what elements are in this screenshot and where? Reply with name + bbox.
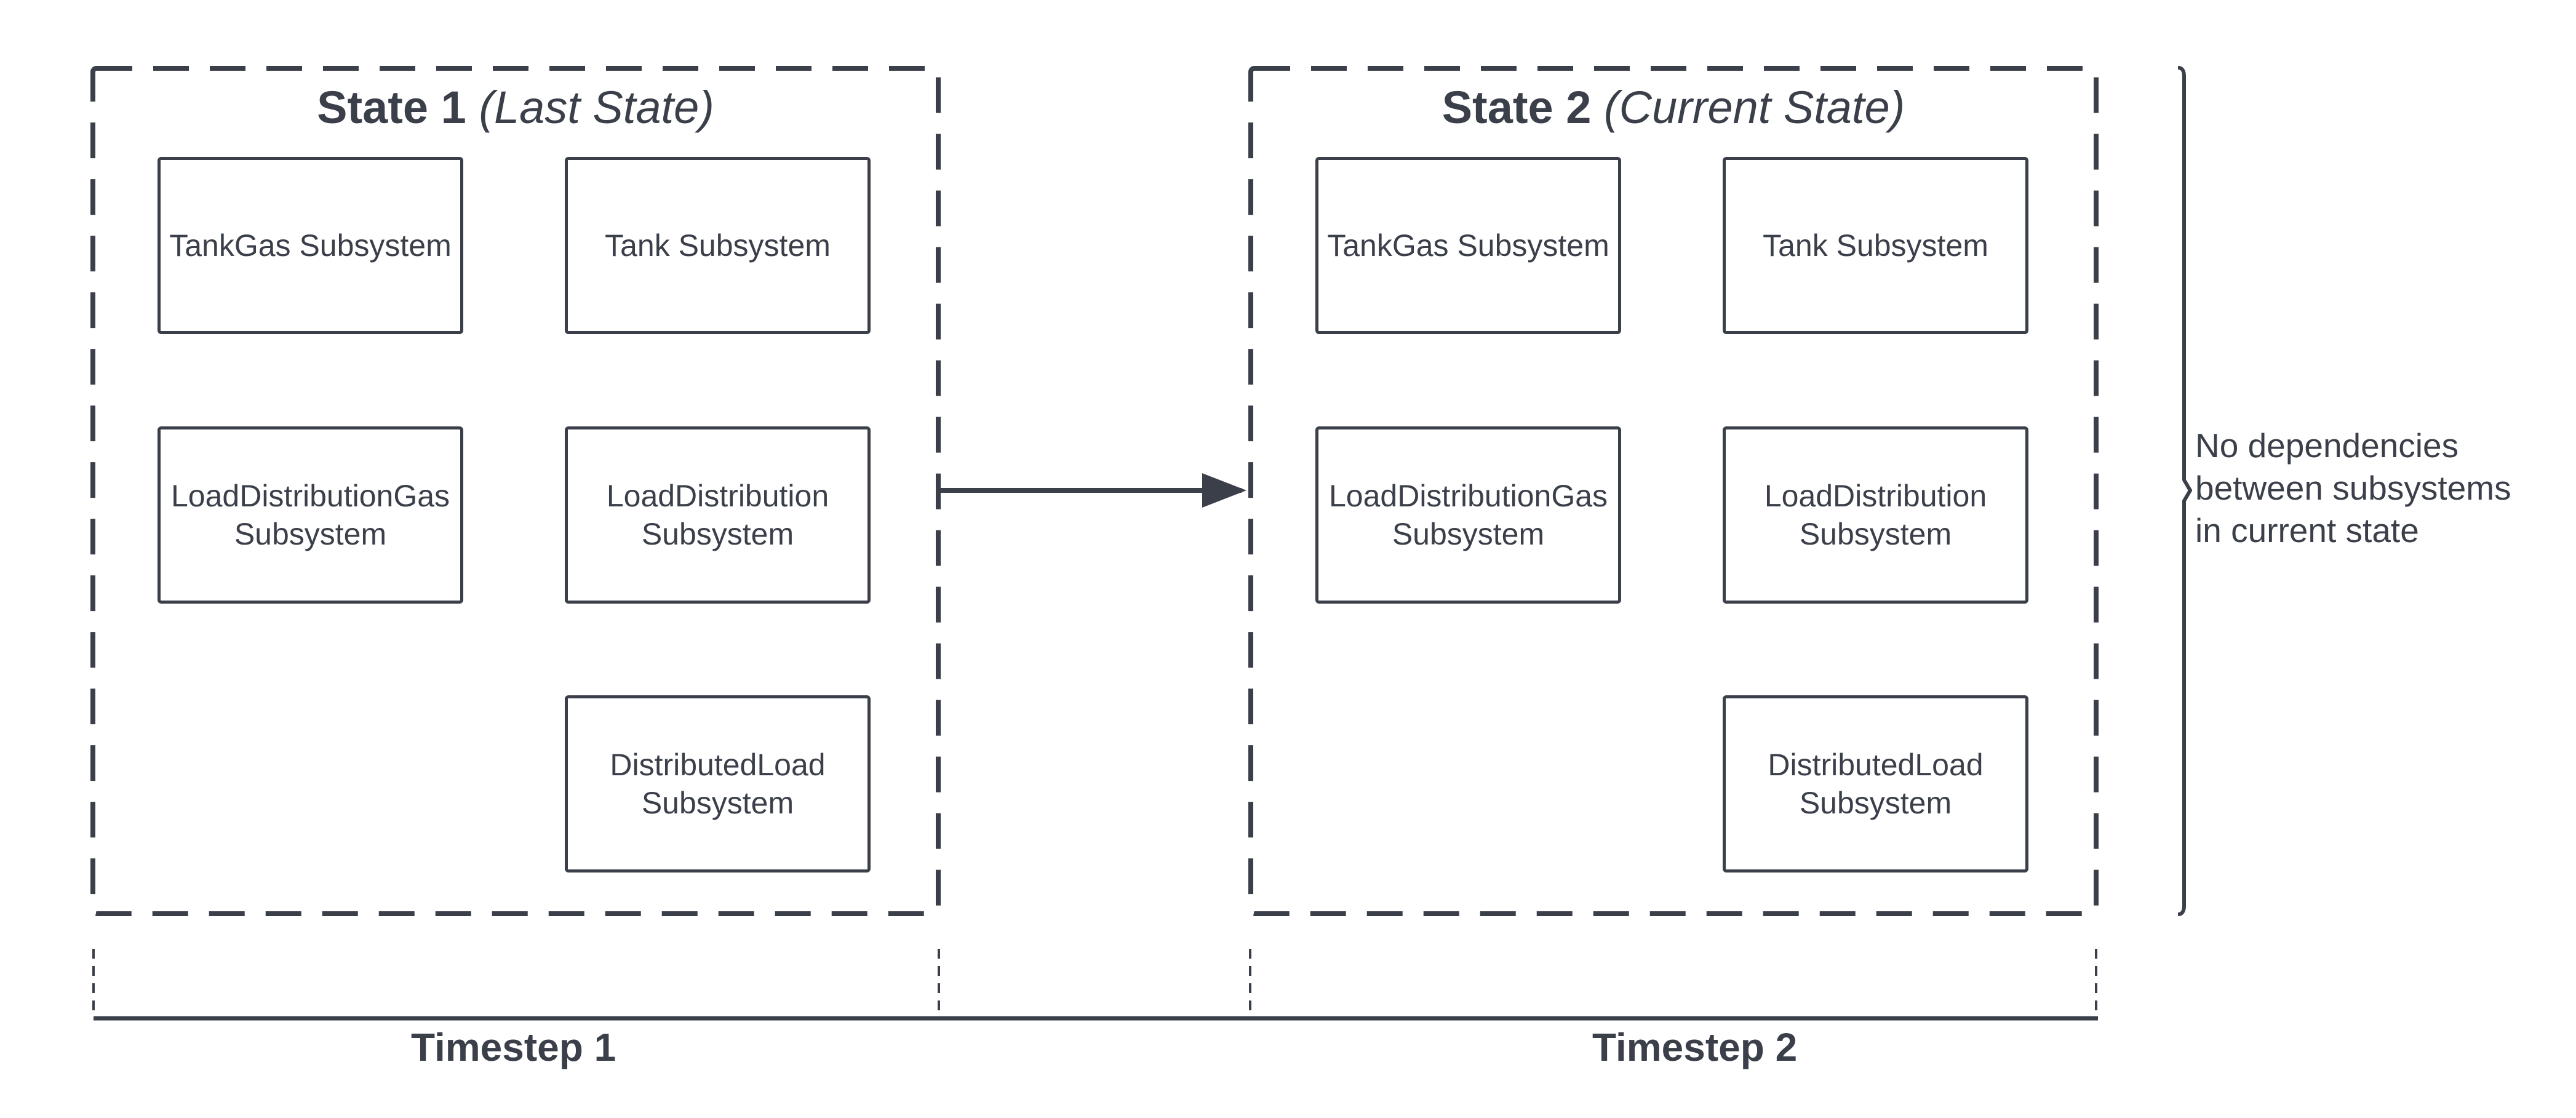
state-1-distributedload-subsystem-box: DistributedLoad Subsystem (565, 695, 871, 872)
state-1-title-italic: (Last State) (479, 82, 714, 133)
dependency-note: No dependencies between subsystems in cu… (2195, 426, 2511, 549)
state-1-title: State 1 (Last State) (91, 85, 940, 130)
state-2-title-italic: (Current State) (1603, 82, 1905, 133)
state-1-loaddistribution-subsystem-box: LoadDistribution Subsystem (565, 426, 871, 604)
state-2-tank-subsystem-box: Tank Subsystem (1723, 157, 2028, 334)
state-1-title-bold: State 1 (317, 82, 466, 133)
timestep-1-label: Timestep 1 (411, 1025, 616, 1069)
state-1-tank-subsystem-box: Tank Subsystem (565, 157, 871, 334)
state-2-title-bold: State 2 (1442, 82, 1592, 133)
state-2-title: State 2 (Current State) (1249, 85, 2098, 130)
state-1-dashed-border (90, 66, 941, 916)
state-2-loaddistribution-subsystem-box: LoadDistribution Subsystem (1723, 426, 2028, 604)
state-1-tankgas-subsystem-box: TankGas Subsystem (158, 157, 463, 334)
state-1-frame: State 1 (Last State) TankGas Subsystem T… (90, 66, 941, 916)
state-1-loaddistributiongas-subsystem-box: LoadDistributionGas Subsystem (158, 426, 463, 604)
state-2-frame: State 2 (Current State) TankGas Subsyste… (1248, 66, 2099, 916)
state-2-tankgas-subsystem-box: TankGas Subsystem (1315, 157, 1621, 334)
state-2-loaddistributiongas-subsystem-box: LoadDistributionGas Subsystem (1315, 426, 1621, 604)
right-bracket (2177, 66, 2192, 916)
state-2-dashed-border (1248, 66, 2099, 916)
state-2-distributedload-subsystem-box: DistributedLoad Subsystem (1723, 695, 2028, 872)
timestep-2-label: Timestep 2 (1592, 1025, 1798, 1069)
